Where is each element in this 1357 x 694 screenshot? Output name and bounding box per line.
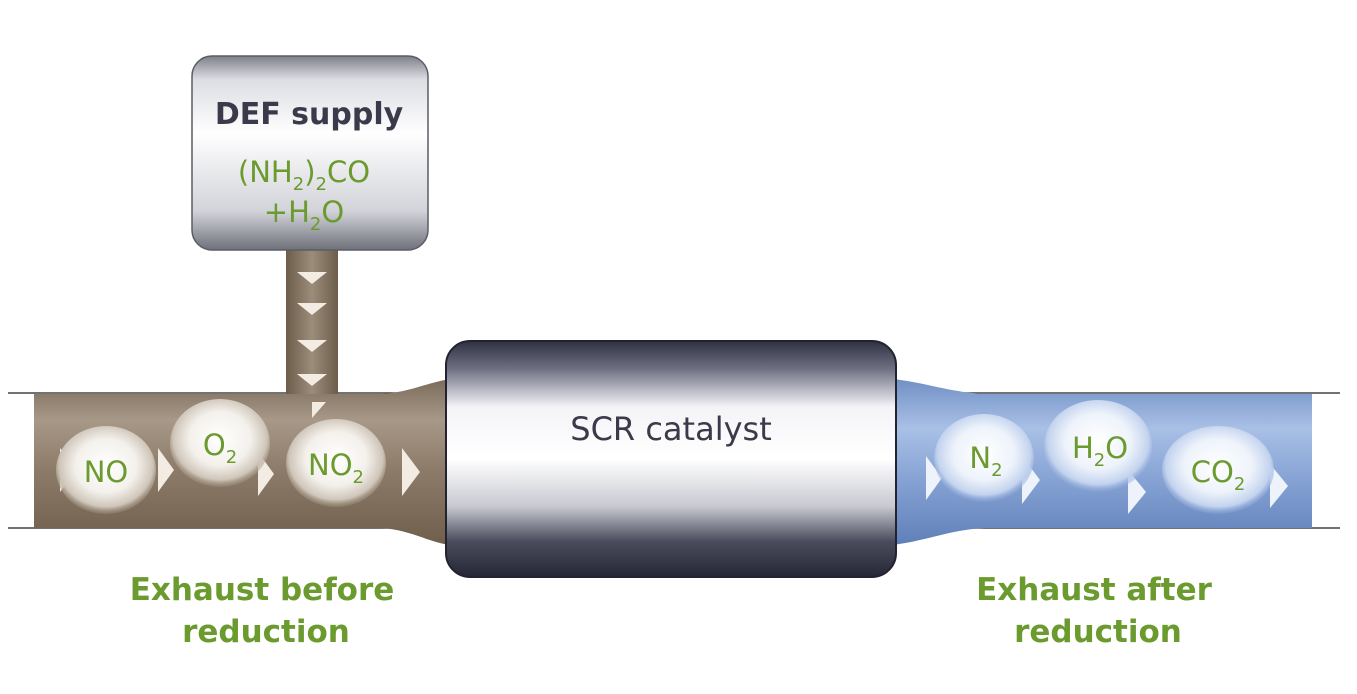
bubble-no2 <box>286 419 386 507</box>
molecule-co2-label: CO2 <box>1191 455 1246 495</box>
molecule-h2o-label: H2O <box>1072 431 1128 471</box>
scr-catalyst <box>445 340 897 578</box>
catalyst-label: SCR catalyst <box>570 410 771 448</box>
molecule-n2-label: N2 <box>969 441 1002 481</box>
def-formula-line1: (NH2)2CO <box>238 155 370 195</box>
bubble-co2 <box>1162 426 1274 514</box>
bubble-h2o <box>1044 400 1152 492</box>
caption-after-line1: Exhaust after <box>976 572 1213 608</box>
def-supply-title: DEF supply <box>215 97 404 132</box>
caption-before-line1: Exhaust before <box>130 572 395 608</box>
molecule-no2-label: NO2 <box>308 448 364 488</box>
caption-after-line2: reduction <box>1014 614 1182 650</box>
def-feed-pipe <box>286 250 338 394</box>
def-flow-arrows <box>297 272 327 386</box>
molecule-o2-label: O2 <box>203 428 237 468</box>
def-supply-tank <box>191 55 429 251</box>
def-formula-line2: +H2O <box>264 195 344 235</box>
bubble-n2 <box>934 414 1034 502</box>
bubble-o2 <box>170 399 270 487</box>
caption-before-line2: reduction <box>182 614 350 650</box>
molecule-no-label: NO <box>84 455 129 489</box>
bubble-no <box>56 426 156 514</box>
